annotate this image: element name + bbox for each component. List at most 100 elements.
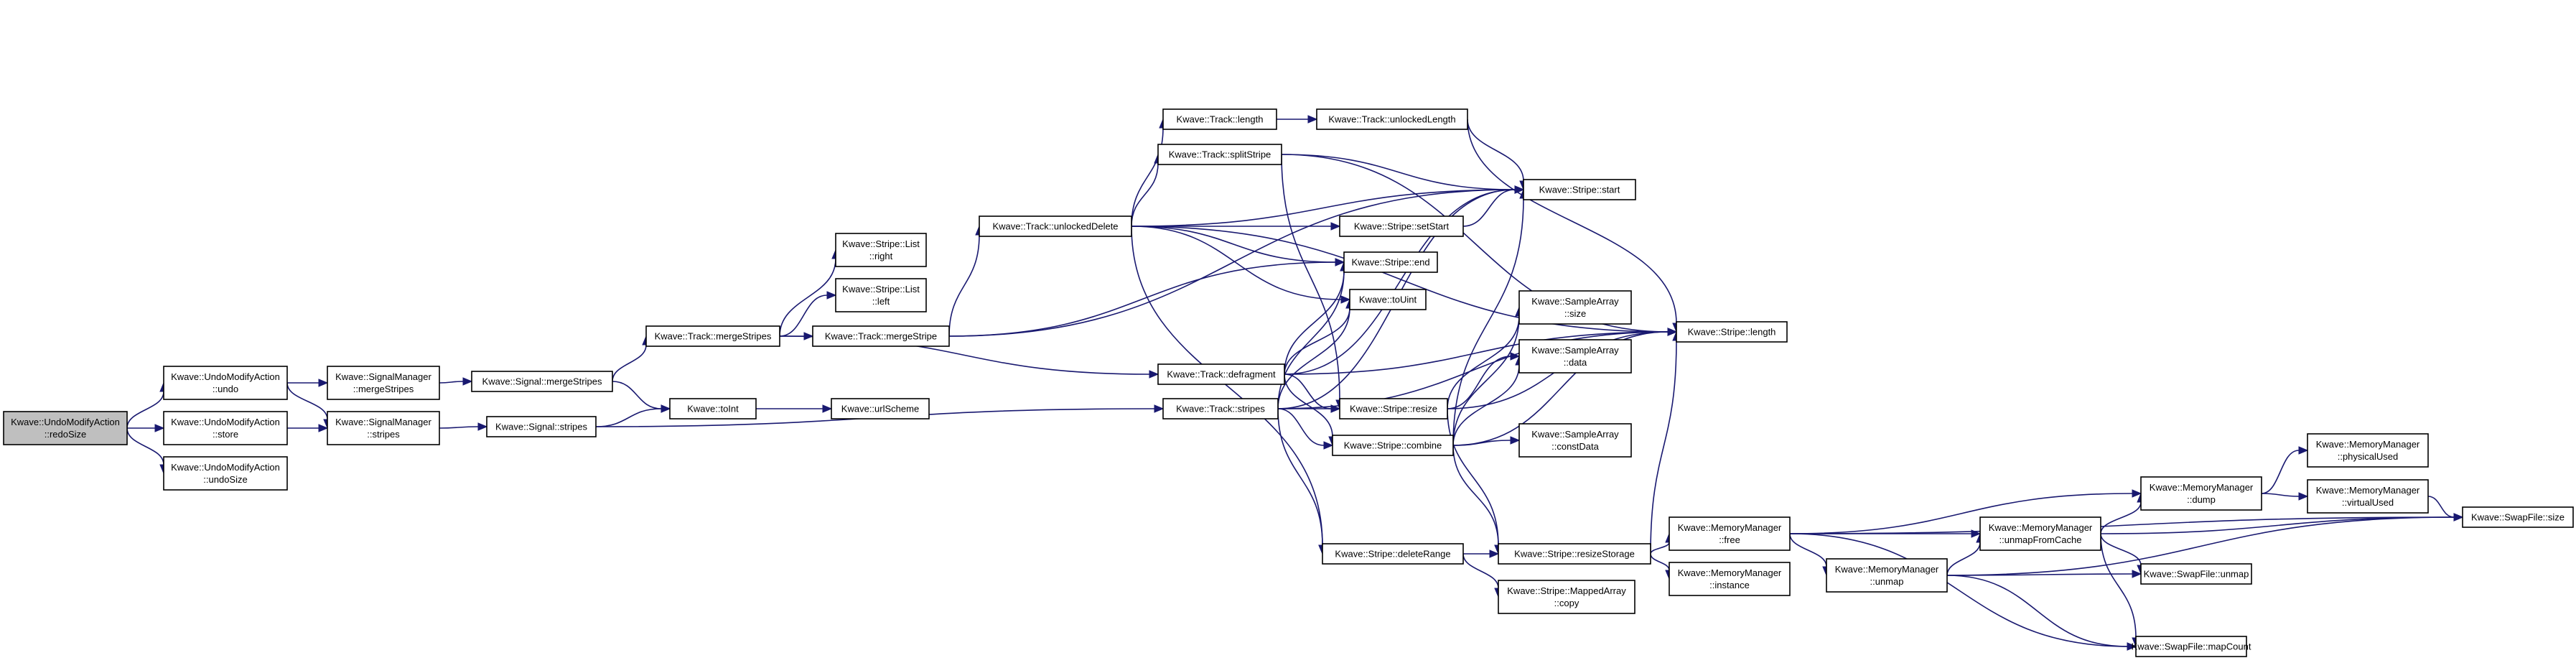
arrow-head-icon — [318, 424, 329, 432]
call-edge — [1131, 226, 1342, 300]
function-node-mmPhys[interactable]: Kwave::MemoryManager::physicalUsed — [2307, 433, 2429, 468]
node-box — [1518, 339, 1632, 374]
call-edge — [1447, 408, 1499, 546]
node-box — [1339, 215, 1464, 237]
arrow-head-icon — [2298, 446, 2309, 455]
function-node-listLeft[interactable]: Kwave::Stripe::List::left — [835, 278, 927, 312]
function-node-trLength[interactable]: Kwave::Track::length — [1162, 108, 1277, 130]
function-node-store[interactable]: Kwave::UndoModifyAction::store — [163, 411, 288, 445]
call-edge — [1452, 445, 1499, 546]
function-node-stStart[interactable]: Kwave::Stripe::start — [1523, 179, 1636, 200]
function-node-sigMerge[interactable]: Kwave::Signal::mergeStripes — [471, 371, 613, 392]
function-node-sfSize[interactable]: Kwave::SwapFile::size — [2462, 506, 2574, 528]
node-label-line: Kwave::MemoryManager — [2316, 485, 2420, 496]
call-edge — [2100, 501, 2142, 534]
function-node-toInt[interactable]: Kwave::toInt — [669, 398, 757, 419]
function-node-smMerge[interactable]: Kwave::SignalManager::mergeStripes — [327, 366, 440, 400]
call-edge — [1650, 553, 1670, 571]
node-label-line: ::physicalUsed — [2338, 451, 2399, 462]
node-label-line: ::unmap — [1870, 576, 1904, 587]
function-node-splitStripe[interactable]: Kwave::Track::splitStripe — [1157, 144, 1282, 165]
node-label-line: ::constData — [1551, 441, 1600, 452]
function-node-mappedCopy[interactable]: Kwave::Stripe::MappedArray::copy — [1498, 580, 1635, 614]
arrow-head-icon — [1330, 404, 1341, 413]
node-label-line: Kwave::SwapFile::unmap — [2144, 569, 2249, 580]
node-label-line: Kwave::MemoryManager — [1678, 567, 1782, 578]
node-label-line: Kwave::SwapFile::mapCount — [2132, 641, 2251, 652]
call-edge — [595, 408, 662, 427]
function-node-deleteRange[interactable]: Kwave::Stripe::deleteRange — [1322, 543, 1464, 565]
node-label-line: Kwave::Signal::stripes — [495, 422, 587, 432]
function-node-trMerge[interactable]: Kwave::Track::mergeStripe — [812, 325, 950, 347]
call-edge — [1281, 154, 1516, 190]
function-node-stResize[interactable]: Kwave::Stripe::resize — [1339, 398, 1448, 419]
call-edge — [1789, 533, 2128, 647]
node-label-line: Kwave::Track::length — [1177, 114, 1264, 125]
node-box — [1162, 398, 1279, 419]
function-node-listRight[interactable]: Kwave::Stripe::List::right — [835, 233, 927, 267]
node-label-line: ::size — [1564, 308, 1586, 319]
node-label-line: Kwave::Stripe::List — [842, 238, 920, 249]
function-node-trStripes[interactable]: Kwave::Track::stripes — [1162, 398, 1279, 419]
function-node-saConst[interactable]: Kwave::SampleArray::constData — [1518, 423, 1632, 458]
call-edge — [1281, 154, 1340, 401]
call-edge — [1284, 374, 1333, 437]
function-node-urlScheme[interactable]: Kwave::urlScheme — [831, 398, 930, 419]
call-edge — [1284, 307, 1350, 375]
node-box — [2307, 479, 2429, 514]
function-node-mmVirt[interactable]: Kwave::MemoryManager::virtualUsed — [2307, 479, 2429, 514]
function-node-resizeStorage[interactable]: Kwave::Stripe::resizeStorage — [1498, 543, 1651, 565]
node-label-line: ::virtualUsed — [2342, 497, 2394, 508]
node-label-line: ::free — [1719, 534, 1740, 545]
function-node-undo[interactable]: Kwave::UndoModifyAction::undo — [163, 366, 288, 400]
function-node-trMerges[interactable]: Kwave::Track::mergeStripes — [645, 325, 780, 347]
function-node-unlockedLength[interactable]: Kwave::Track::unlockedLength — [1316, 108, 1468, 130]
arrow-head-icon — [1307, 115, 1318, 124]
call-edge — [1131, 226, 1336, 263]
call-edge — [1131, 162, 1159, 227]
function-node-stLength[interactable]: Kwave::Stripe::length — [1676, 321, 1788, 343]
function-node-combine[interactable]: Kwave::Stripe::combine — [1332, 435, 1454, 456]
function-node-mmDump[interactable]: Kwave::MemoryManager::dump — [2140, 476, 2262, 511]
function-node-saData[interactable]: Kwave::SampleArray::data — [1518, 339, 1632, 374]
call-edge — [1284, 189, 1516, 375]
function-node-mmUnmap[interactable]: Kwave::MemoryManager::unmap — [1826, 558, 1948, 593]
node-box — [1322, 543, 1464, 565]
node-box — [1518, 290, 1632, 325]
function-node-unlockedDelete[interactable]: Kwave::Track::unlockedDelete — [979, 215, 1132, 237]
function-node-mmFree[interactable]: Kwave::MemoryManager::free — [1669, 516, 1791, 551]
node-label-line: Kwave::Track::stripes — [1176, 404, 1265, 414]
function-node-toUint[interactable]: Kwave::toUint — [1349, 289, 1427, 310]
call-edge — [948, 261, 1336, 337]
function-node-sfMapCount[interactable]: Kwave::SwapFile::mapCount — [2132, 636, 2251, 657]
node-box — [1498, 580, 1635, 614]
node-label-line: Kwave::Stripe::combine — [1344, 440, 1442, 451]
call-edge — [1467, 119, 1677, 324]
arrow-head-icon — [2127, 642, 2137, 651]
arrow-head-icon — [822, 404, 833, 413]
call-edge — [1946, 542, 1981, 576]
node-label-line: ::right — [869, 251, 893, 261]
arrow-head-icon — [1514, 185, 1525, 194]
function-node-setStart[interactable]: Kwave::Stripe::setStart — [1339, 215, 1464, 237]
function-node-root[interactable]: Kwave::UndoModifyAction::redoSize — [3, 411, 128, 445]
node-box — [1669, 516, 1791, 551]
node-label-line: ::undoSize — [203, 474, 247, 485]
call-edge — [1452, 364, 1520, 446]
node-label-line: Kwave::Track::unlockedLength — [1328, 114, 1455, 125]
arrow-head-icon — [1340, 295, 1351, 304]
node-label-line: Kwave::Stripe::setStart — [1354, 221, 1450, 232]
function-node-sfUnmap[interactable]: Kwave::SwapFile::unmap — [2140, 563, 2252, 585]
node-label-line: Kwave::UndoModifyAction — [171, 371, 280, 382]
function-node-mmUnmapCache[interactable]: Kwave::MemoryManager::unmapFromCache — [1979, 516, 2101, 551]
arrow-head-icon — [318, 379, 329, 387]
node-label-line: Kwave::Stripe::resizeStorage — [1514, 549, 1635, 560]
function-node-stEnd[interactable]: Kwave::Stripe::end — [1343, 251, 1438, 273]
function-node-undoSize[interactable]: Kwave::UndoModifyAction::undoSize — [163, 456, 288, 491]
function-node-smStripes[interactable]: Kwave::SignalManager::stripes — [327, 411, 440, 445]
function-node-mmInstance[interactable]: Kwave::MemoryManager::instance — [1669, 562, 1791, 596]
node-label-line: ::redoSize — [45, 429, 87, 440]
function-node-defragment[interactable]: Kwave::Track::defragment — [1157, 363, 1285, 385]
function-node-sigStripes[interactable]: Kwave::Signal::stripes — [486, 416, 597, 437]
function-node-saSize[interactable]: Kwave::SampleArray::size — [1518, 290, 1632, 325]
